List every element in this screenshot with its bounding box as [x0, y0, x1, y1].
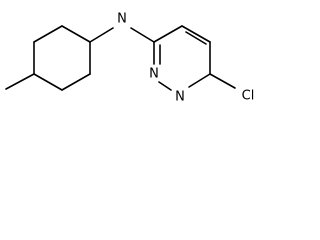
bond-pyridazine-c3-c4: [153, 25, 183, 43]
bond-pyridazine-n1-n2: [158, 81, 172, 91]
bond-cyclohexyl-nh: [89, 27, 114, 43]
chemical-structure: N N N Cl: [5, 12, 255, 105]
bond-c6-chlorine: [209, 73, 236, 89]
bond-pyridazine-c4-c5-inner: [185, 31, 207, 45]
bond-cyclohexane-6: [33, 73, 63, 91]
bond-pyridazine-c4-c5: [181, 25, 211, 43]
bond-cyclohexane-2: [33, 25, 63, 43]
pyridazine-nitrogen-upper-label: N: [149, 67, 159, 82]
amine-nitrogen-label: N: [117, 12, 127, 27]
pyridazine-ring: [153, 25, 211, 91]
bond-cyclohexane-5: [61, 73, 91, 91]
chlorine-label: Cl: [242, 89, 255, 104]
bond-methyl: [5, 73, 35, 90]
bond-cyclohexane-3: [61, 25, 91, 43]
bond-nh-pyridazine: [130, 27, 155, 43]
bond-pyridazine-c6-n1: [188, 73, 211, 88]
pyridazine-nitrogen-lower-label: N: [175, 90, 185, 105]
cyclohexane-ring: [33, 25, 91, 91]
